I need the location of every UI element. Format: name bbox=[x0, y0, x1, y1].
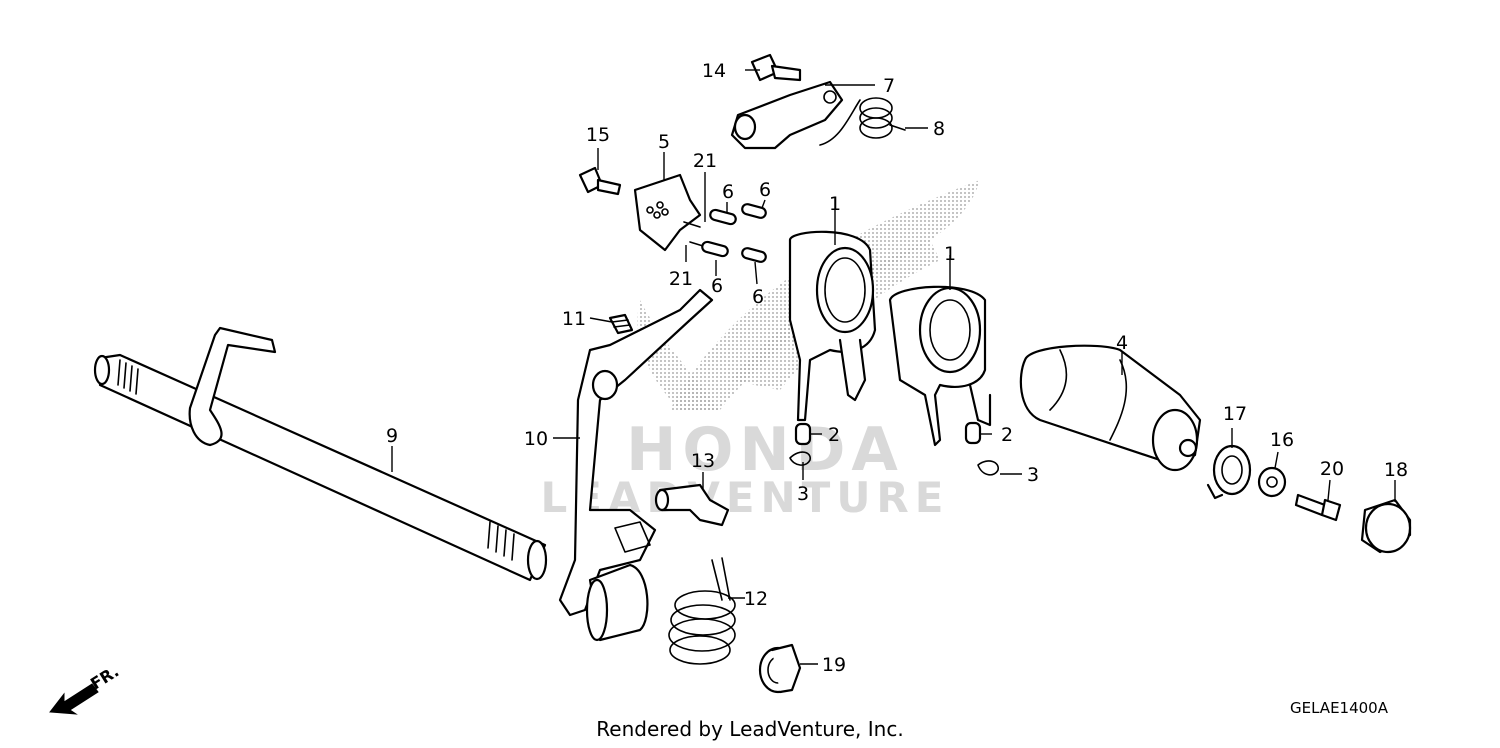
callout-4: 4 bbox=[1116, 332, 1128, 354]
callout-14: 14 bbox=[702, 60, 726, 82]
callout-7: 7 bbox=[883, 75, 895, 97]
callout-16: 16 bbox=[1270, 429, 1294, 451]
part-18-plug[interactable] bbox=[1360, 498, 1412, 554]
callout-21-top: 21 bbox=[693, 150, 717, 172]
part-11-spring-pin[interactable] bbox=[608, 313, 634, 335]
callout-1-right: 1 bbox=[944, 243, 956, 265]
part-8-stopper-spring[interactable] bbox=[819, 97, 906, 146]
diagram-code: GELAE1400A bbox=[1290, 699, 1389, 717]
part-6-pins[interactable] bbox=[701, 203, 767, 263]
callout-6-a: 6 bbox=[722, 181, 734, 203]
callout-6-c: 6 bbox=[711, 275, 723, 297]
part-12-return-spring[interactable] bbox=[668, 557, 736, 665]
callout-labels: 14 7 8 15 5 21 6 6 21 6 6 1 1 4 11 10 9 … bbox=[386, 60, 1408, 676]
callout-3-left: 3 bbox=[797, 483, 809, 505]
leader-lines bbox=[391, 69, 1396, 665]
part-21-pins[interactable] bbox=[683, 221, 704, 247]
callout-21-bottom: 21 bbox=[669, 268, 693, 290]
callout-2-left: 2 bbox=[828, 424, 840, 446]
callout-5: 5 bbox=[658, 131, 670, 153]
callout-20: 20 bbox=[1320, 458, 1344, 480]
callout-18: 18 bbox=[1384, 459, 1408, 481]
part-1-shift-fork-left[interactable] bbox=[788, 230, 877, 422]
watermark-brand: HONDA bbox=[626, 415, 904, 485]
part-5-drum-center-plate[interactable] bbox=[633, 173, 702, 252]
callout-15: 15 bbox=[586, 124, 610, 146]
part-16-washer[interactable] bbox=[1257, 466, 1287, 498]
rendered-by-credit: Rendered by LeadVenture, Inc. bbox=[596, 717, 903, 741]
part-9-shift-spindle[interactable] bbox=[93, 326, 548, 582]
part-17-drum-plate[interactable] bbox=[1206, 444, 1252, 500]
callout-10: 10 bbox=[524, 428, 548, 450]
part-7-stopper-arm[interactable] bbox=[730, 80, 844, 150]
part-20-bolt[interactable] bbox=[1294, 493, 1342, 522]
part-4-shift-drum[interactable] bbox=[1019, 344, 1202, 472]
part-15-bolt[interactable] bbox=[578, 166, 622, 196]
part-19-oil-seal[interactable] bbox=[758, 643, 802, 694]
callout-17: 17 bbox=[1223, 403, 1247, 425]
callout-8: 8 bbox=[933, 118, 945, 140]
callout-1-left: 1 bbox=[829, 193, 841, 215]
part-1-shift-fork-right[interactable] bbox=[888, 285, 992, 447]
callout-12: 12 bbox=[744, 588, 768, 610]
callout-19: 19 bbox=[822, 654, 846, 676]
callout-9: 9 bbox=[386, 425, 398, 447]
callout-13: 13 bbox=[691, 450, 715, 472]
part-14-bolt[interactable] bbox=[750, 53, 802, 82]
front-direction-arrow-icon: FR. bbox=[49, 662, 122, 715]
callout-6-d: 6 bbox=[752, 286, 764, 308]
callout-3-right: 3 bbox=[1027, 464, 1039, 486]
callout-11: 11 bbox=[562, 308, 586, 330]
part-3-clips[interactable] bbox=[789, 451, 999, 476]
callout-6-b: 6 bbox=[759, 179, 771, 201]
callout-2-right: 2 bbox=[1001, 424, 1013, 446]
part-10-shift-arm[interactable] bbox=[558, 288, 714, 642]
